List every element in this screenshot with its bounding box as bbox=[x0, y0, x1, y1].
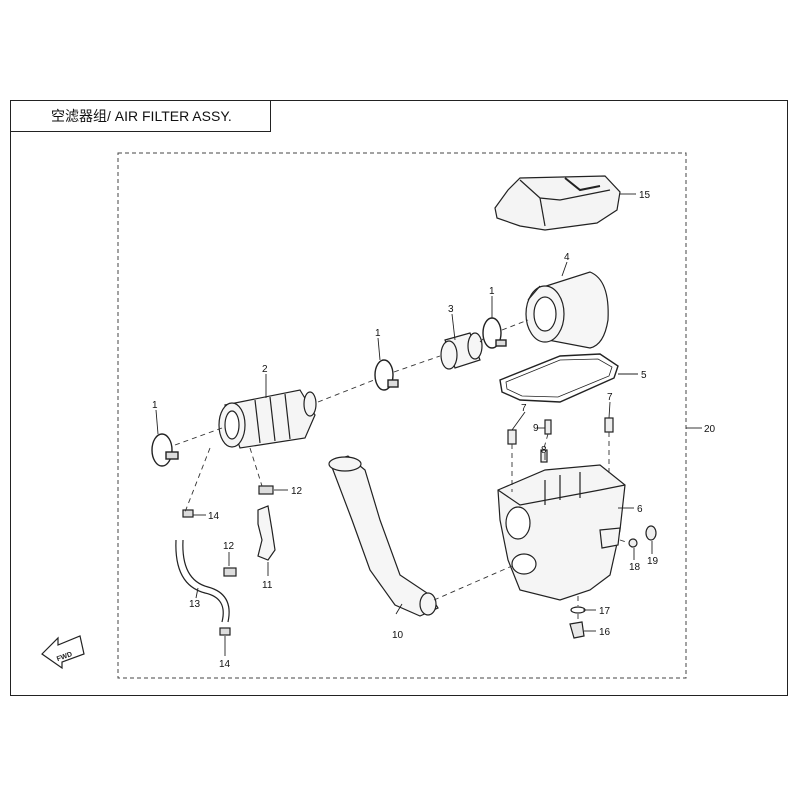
part-12-fitting-lower bbox=[223, 567, 237, 577]
callout-15: 15 bbox=[639, 190, 651, 201]
fwd-arrow-icon: FWD bbox=[41, 635, 85, 670]
callout-1-upper: 1 bbox=[489, 286, 495, 297]
part-14-clamp-upper bbox=[182, 509, 194, 518]
callout-14-lower: 14 bbox=[219, 659, 231, 670]
callout-7-right: 7 bbox=[607, 392, 613, 403]
part-17-washer bbox=[570, 606, 586, 614]
callout-19: 19 bbox=[647, 556, 659, 567]
part-18-nut bbox=[628, 538, 638, 548]
part-1-clamp-middle bbox=[374, 359, 399, 391]
part-7-clip-left bbox=[507, 429, 517, 445]
assembly-boundary bbox=[117, 152, 687, 679]
part-4-filter-element bbox=[525, 271, 609, 349]
callout-17: 17 bbox=[599, 606, 611, 617]
part-16-drain-valve bbox=[569, 621, 585, 639]
part-11-hose bbox=[257, 505, 276, 561]
assembly-lines bbox=[174, 319, 630, 622]
title-box: 空滤器组/ AIR FILTER ASSY. bbox=[10, 100, 271, 132]
callout-12-lower: 12 bbox=[223, 541, 235, 552]
callout-8: 8 bbox=[541, 445, 547, 456]
callout-9: 9 bbox=[533, 423, 539, 434]
part-1-clamp-left bbox=[151, 433, 179, 467]
callout-10: 10 bbox=[392, 630, 404, 641]
part-6-air-box bbox=[497, 464, 626, 601]
leader-lines bbox=[155, 193, 702, 656]
callout-11: 11 bbox=[262, 580, 273, 591]
callout-20: 20 bbox=[704, 424, 716, 435]
part-14-clamp-lower bbox=[219, 627, 231, 636]
part-2-intake-boot bbox=[218, 389, 317, 449]
callout-13: 13 bbox=[189, 599, 201, 610]
callout-7-left: 7 bbox=[521, 403, 527, 414]
callout-4: 4 bbox=[564, 252, 570, 263]
part-19-grommet bbox=[645, 525, 657, 541]
diagram-frame bbox=[10, 100, 788, 696]
callout-16: 16 bbox=[599, 627, 611, 638]
part-8-bolt bbox=[540, 449, 548, 463]
callout-5: 5 bbox=[641, 370, 647, 381]
part-7-clip-right bbox=[604, 417, 614, 433]
part-13-breather-hose bbox=[175, 539, 230, 623]
part-15-cover bbox=[494, 175, 621, 231]
callout-14-upper: 14 bbox=[208, 511, 220, 522]
part-5-gasket bbox=[499, 353, 619, 403]
callout-3: 3 bbox=[448, 304, 454, 315]
part-9-screw bbox=[544, 419, 552, 435]
callout-18: 18 bbox=[629, 562, 641, 573]
callout-2: 2 bbox=[262, 364, 268, 375]
page-title: 空滤器组/ AIR FILTER ASSY. bbox=[51, 108, 232, 124]
part-1-clamp-upper bbox=[482, 317, 507, 349]
callout-1-middle: 1 bbox=[375, 328, 381, 339]
part-10-inlet-duct bbox=[328, 455, 439, 617]
callouts: 1 2 1 3 1 4 15 5 7 7 9 8 20 6 12 14 12 1… bbox=[152, 190, 716, 670]
part-3-sleeve bbox=[440, 332, 483, 370]
callout-6: 6 bbox=[637, 504, 643, 515]
callout-12-upper: 12 bbox=[291, 486, 303, 497]
callout-1-left: 1 bbox=[152, 400, 158, 411]
part-12-fitting-upper bbox=[258, 485, 274, 495]
